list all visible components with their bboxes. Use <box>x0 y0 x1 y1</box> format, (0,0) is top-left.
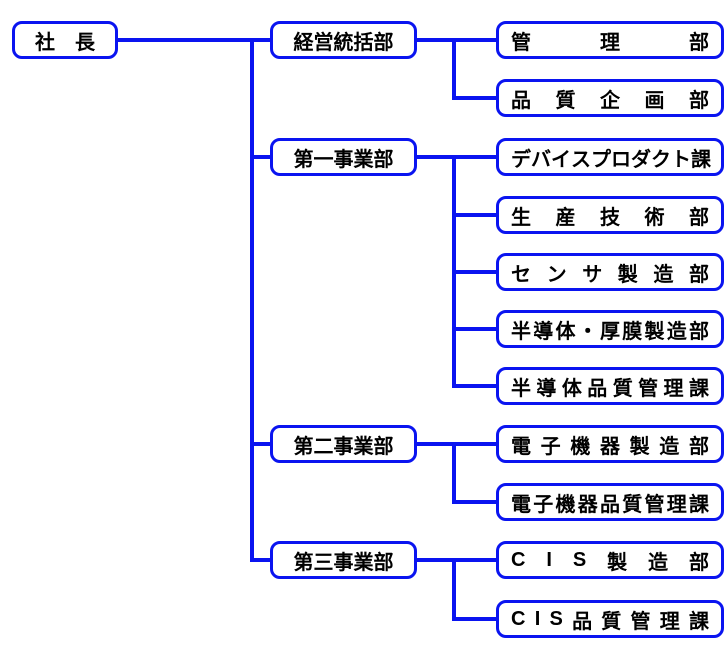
connector-division-3-to-child-0 <box>417 558 496 562</box>
connector-division-1-to-child-1 <box>452 213 496 217</box>
org-node-semiconductor-quality-control-section: 半導体品質管理課 <box>496 367 724 405</box>
org-node-semiconductor-thick-film-manufacturing-dept: 半導体・厚膜製造部 <box>496 310 724 348</box>
org-node-president: 社長 <box>12 21 118 59</box>
connector-division-3-subtrunk <box>452 558 456 621</box>
org-node-quality-planning-dept: 品質企画部 <box>496 79 724 117</box>
connector-division-2-to-child-1 <box>452 500 496 504</box>
connector-division-1-to-child-4 <box>452 384 496 388</box>
connector-trunk-to-division-2 <box>250 442 270 446</box>
org-node-third-business-division: 第三事業部 <box>270 541 417 579</box>
connector-main-trunk <box>250 38 254 562</box>
connector-division-3-to-child-1 <box>452 617 496 621</box>
connector-division-0-to-child-0 <box>417 38 496 42</box>
connector-trunk-to-division-3 <box>250 558 270 562</box>
connector-division-2-subtrunk <box>452 442 456 504</box>
org-node-corporate-management-division: 経営統括部 <box>270 21 417 59</box>
connector-division-1-to-child-2 <box>452 270 496 274</box>
org-node-production-engineering-dept: 生産技術部 <box>496 196 724 234</box>
connector-division-1-to-child-0 <box>417 155 496 159</box>
connector-division-0-to-child-1 <box>452 96 496 100</box>
org-node-sensor-manufacturing-dept: センサ製造部 <box>496 253 724 291</box>
connector-president-to-trunk <box>117 38 270 42</box>
org-node-first-business-division: 第一事業部 <box>270 138 417 176</box>
connector-division-2-to-child-0 <box>417 442 496 446</box>
connector-division-1-to-child-3 <box>452 327 496 331</box>
connector-division-0-subtrunk <box>452 38 456 100</box>
org-node-administration-dept: 管理部 <box>496 21 724 59</box>
org-node-device-product-section: デバイスプロダクト課 <box>496 138 724 176</box>
org-node-second-business-division: 第二事業部 <box>270 425 417 463</box>
org-node-electronic-equipment-quality-control-section: 電子機器品質管理課 <box>496 483 724 521</box>
connector-trunk-to-division-1 <box>250 155 270 159</box>
org-node-electronic-equipment-manufacturing-dept: 電子機器製造部 <box>496 425 724 463</box>
